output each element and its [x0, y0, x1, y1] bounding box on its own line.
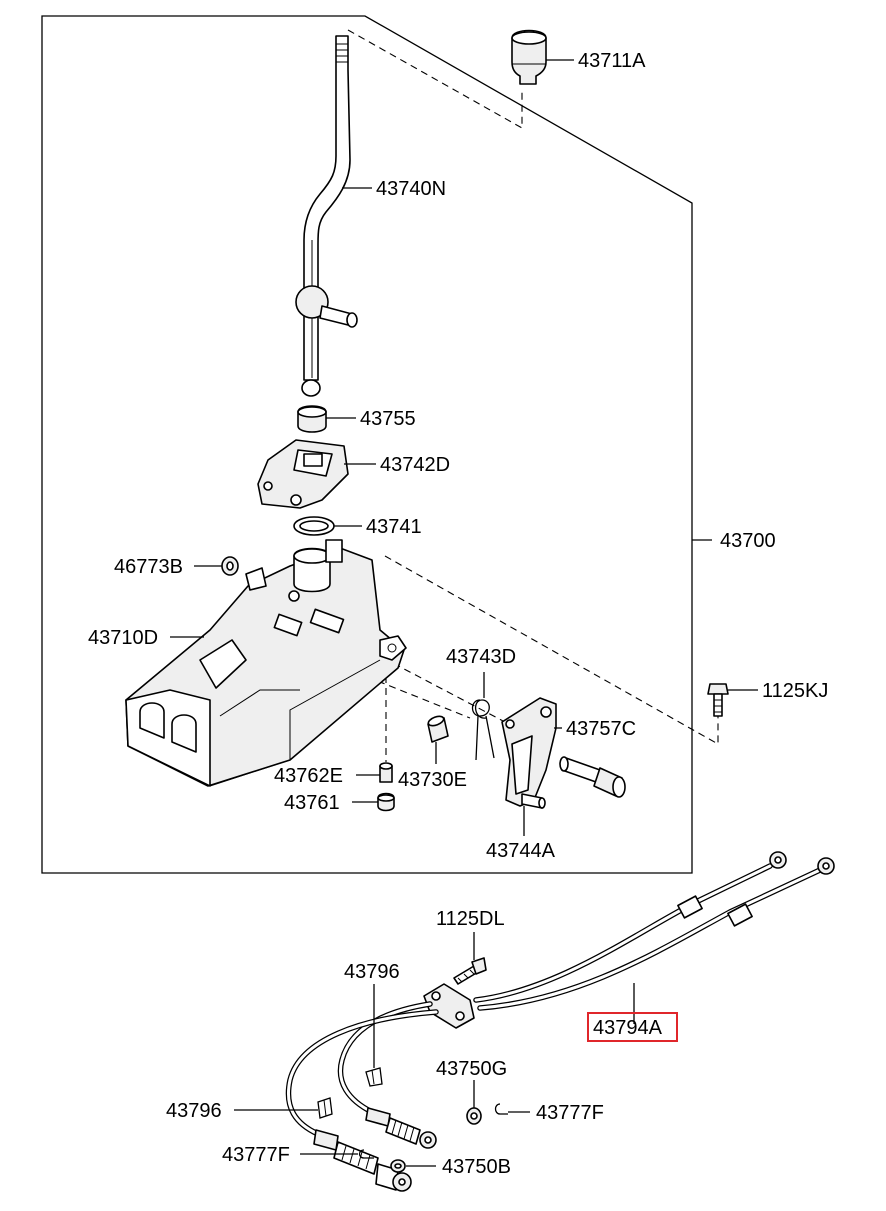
collar-part — [427, 715, 449, 743]
label-lower-bolt: 1125DL — [436, 908, 505, 930]
cap-part — [377, 792, 395, 812]
left-snap-pin-part — [358, 1149, 374, 1159]
label-cap: 43761 — [284, 792, 340, 814]
shifter-housing-part — [125, 539, 407, 787]
lower-washer-part — [390, 1159, 406, 1173]
label-lower-clip: 43796 — [166, 1100, 222, 1122]
label-lever-seat: 43742D — [380, 454, 450, 476]
label-cable-assembly: 43794A — [593, 1017, 663, 1039]
label-housing: 43710D — [88, 627, 158, 649]
small-pin-part — [379, 762, 393, 783]
upper-bolt-part — [707, 683, 729, 717]
shift-knob-part — [511, 29, 547, 85]
label-small-washer: 46773B — [114, 556, 183, 578]
highlight-box — [587, 1012, 678, 1042]
lower-clip-part — [317, 1097, 333, 1119]
label-spring: 43743D — [446, 646, 516, 668]
label-right-snap-pin: 43777F — [536, 1102, 604, 1124]
assembly-frame — [41, 15, 712, 874]
label-assembly: 43700 — [720, 530, 776, 552]
label-small-pin: 43762E — [274, 765, 343, 787]
part-labels: 43711A 43740N 43755 43742D 43741 43700 4… — [88, 50, 828, 1178]
shift-cable-assembly-part — [285, 851, 835, 1192]
ring-part — [293, 516, 335, 536]
bushing-part — [297, 405, 327, 433]
select-lever-part — [501, 697, 557, 809]
lever-seat-part — [257, 439, 349, 509]
label-left-snap-pin: 43777F — [222, 1144, 290, 1166]
label-collar: 43730E — [398, 769, 467, 791]
label-bushing: 43755 — [360, 408, 416, 430]
spring-part — [471, 699, 495, 761]
long-pin-part — [559, 756, 626, 798]
label-lever: 43740N — [376, 178, 446, 200]
label-upper-clip: 43796 — [344, 961, 400, 983]
leader-lines — [170, 59, 758, 1167]
upper-washer-part — [466, 1107, 482, 1125]
label-knob: 43711A — [578, 50, 646, 72]
shift-lever-part — [295, 35, 358, 397]
label-select-lever: 43744A — [486, 840, 556, 862]
lower-bolt-part — [453, 957, 487, 985]
label-upper-bolt: 1125KJ — [762, 680, 828, 702]
label-lower-washer: 43750B — [442, 1156, 511, 1178]
label-ring: 43741 — [366, 516, 422, 538]
label-long-pin: 43757C — [566, 718, 636, 740]
upper-clip-part — [365, 1067, 383, 1087]
right-snap-pin-part — [494, 1103, 508, 1115]
label-upper-washer: 43750G — [436, 1058, 507, 1080]
small-washer-part — [221, 556, 239, 576]
